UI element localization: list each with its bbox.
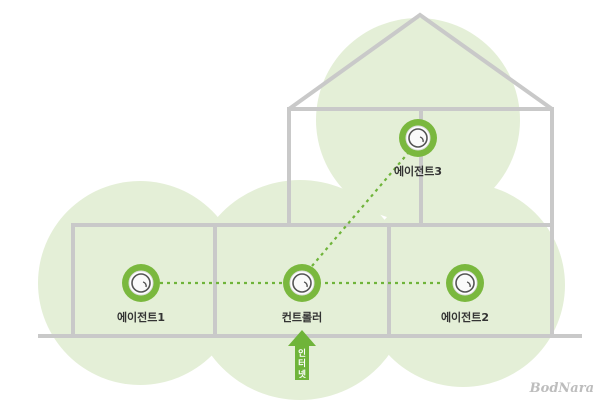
controller-label: 컨트롤러 <box>282 310 322 324</box>
device-icon <box>292 273 312 293</box>
node-agent2: 에이전트2 <box>441 264 489 324</box>
internet-char-1: 인 <box>298 348 306 359</box>
internet-char-3: 넷 <box>298 369 306 380</box>
internet-arrow: 인 터 넷 <box>288 330 316 380</box>
device-icon-detail <box>419 136 424 143</box>
node-controller: 컨트롤러 <box>282 264 322 324</box>
arrow-up-icon <box>288 330 316 380</box>
agent2-label: 에이전트2 <box>441 310 489 324</box>
node-agent1: 에이전트1 <box>117 264 165 324</box>
mesh-links <box>160 151 444 285</box>
agent1-label: 에이전트1 <box>117 310 165 324</box>
roof <box>287 12 554 111</box>
device-icon-detail <box>303 281 308 288</box>
device-icon-detail <box>142 281 147 288</box>
watermark-logo: BodNara <box>529 381 594 396</box>
agent3-label: 에이전트3 <box>394 164 442 178</box>
device-icon <box>408 128 428 148</box>
internet-char-2: 터 <box>298 358 306 369</box>
device-icon <box>131 273 151 293</box>
device-icon-detail <box>466 281 471 288</box>
node-agent3: 에이전트3 <box>394 119 442 178</box>
device-icon <box>455 273 475 293</box>
